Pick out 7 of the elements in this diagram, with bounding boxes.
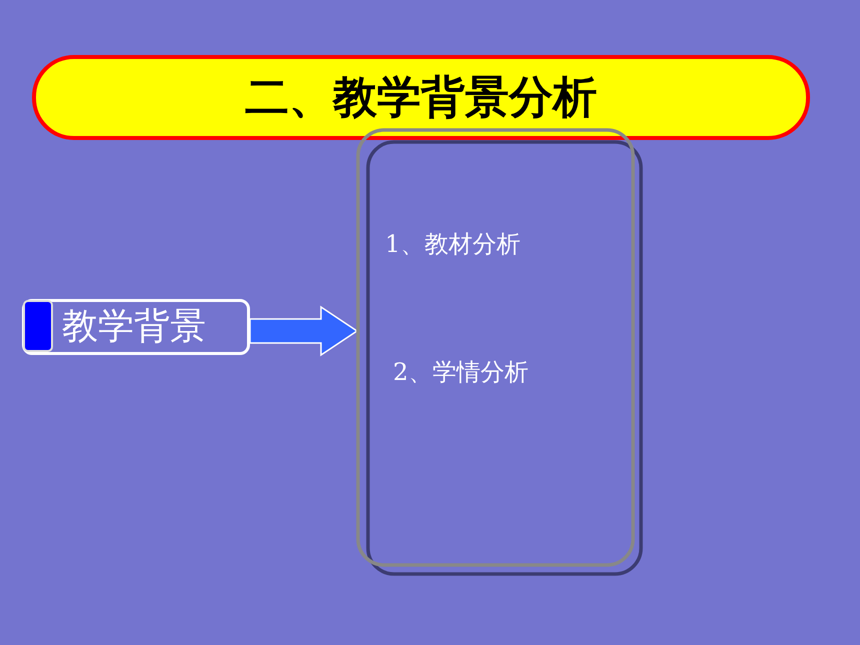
label-text: 教学背景 <box>62 305 206 349</box>
title-banner: 二、教学背景分析 <box>32 55 810 140</box>
list-item: 1、教材分析 <box>385 229 520 260</box>
block-arrow <box>249 306 358 356</box>
label-box <box>22 299 250 355</box>
content-panel <box>356 128 644 576</box>
list-item: 2、学情分析 <box>393 357 528 388</box>
